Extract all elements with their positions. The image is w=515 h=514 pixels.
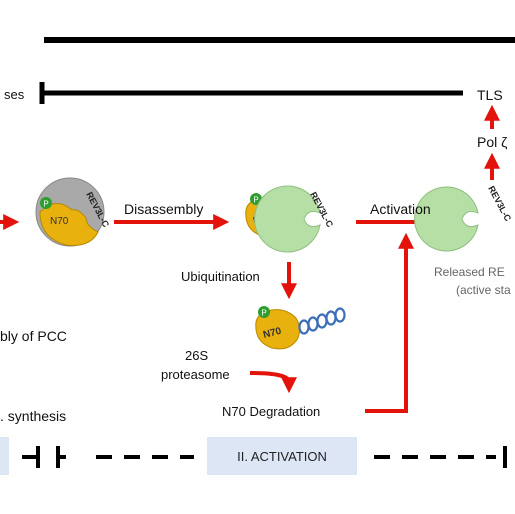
ubiquitin-unit <box>334 307 346 323</box>
ubiquitin-unit <box>325 310 337 326</box>
phospho-p: P <box>253 196 258 205</box>
label-active-state: (active sta <box>456 283 511 297</box>
label-pol-zeta: Pol ζ <box>477 134 508 150</box>
rev3l-c-green-shape <box>254 185 321 253</box>
phospho-p-intact: P <box>43 200 48 209</box>
n70-label: N70 <box>262 326 283 341</box>
label-assembly-of-pcc: bly of PCC <box>0 328 67 344</box>
arrow-proteasome <box>249 371 297 394</box>
n70-gold-shape <box>39 203 99 246</box>
label-synthesis: . synthesis <box>0 408 67 424</box>
n70-label-intact: N70 <box>50 216 69 227</box>
label-ses: ses <box>4 87 25 102</box>
arrow-degradation-feedback <box>365 232 414 413</box>
phase-box-activation: II. ACTIVATION <box>207 437 357 475</box>
phospho-marker <box>258 306 270 318</box>
rev3l-c-green-shape <box>414 186 479 252</box>
label-n70-degradation: N70 Degradation <box>222 404 321 419</box>
label-ubiquitination: Ubiquitination <box>181 269 260 284</box>
phospho-marker-intact <box>40 197 52 209</box>
phase-timeline <box>0 437 507 475</box>
ubiquitin-unit <box>298 319 310 335</box>
rev3l-c-label: REV3L-C <box>486 184 513 223</box>
n70-ubiquitinated: P N70 <box>255 306 346 350</box>
intact-complex: P N70 REV3L-C <box>35 177 111 247</box>
rev3l-c-released-right: REV3L-C <box>414 184 513 252</box>
label-26s: 26S <box>185 348 209 363</box>
ubiquitin-unit <box>307 316 319 332</box>
label-released-rev3l-c: Released RE <box>434 265 505 279</box>
ubiquitin-chain <box>298 307 346 335</box>
phase-box-left-edge <box>0 437 9 475</box>
label-proteasome: proteasome <box>161 367 230 382</box>
label-tls: TLS <box>477 87 503 103</box>
phospho-p: P <box>261 309 266 318</box>
ubiquitin-unit <box>316 313 328 329</box>
label-activation: Activation <box>370 201 431 217</box>
label-disassembly: Disassembly <box>124 201 204 217</box>
rev3l-c-released-middle: REV3L-C <box>254 185 335 253</box>
